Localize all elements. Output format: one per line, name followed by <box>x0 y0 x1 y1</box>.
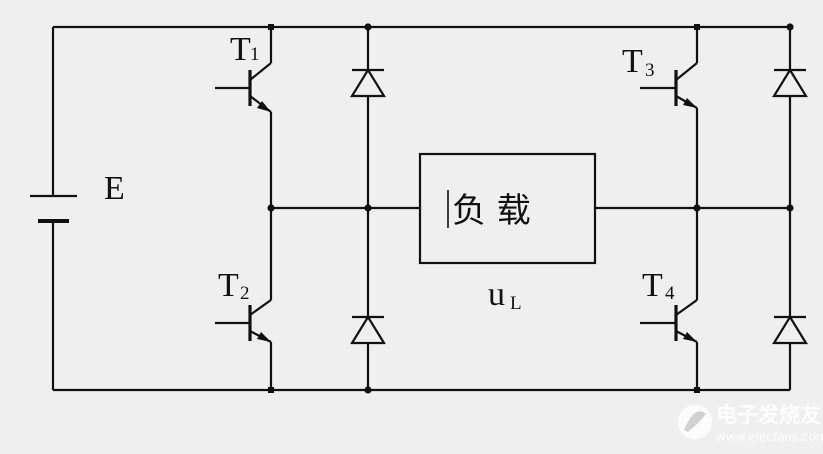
junction-right-mid-1 <box>693 204 701 212</box>
right-diode-bottom <box>772 314 808 345</box>
battery-E <box>30 27 77 390</box>
label-T2-sub: 2 <box>240 283 250 304</box>
watermark-title: 电子发烧友 <box>716 403 821 427</box>
label-T1: T <box>230 31 251 68</box>
label-uL-sub: L <box>510 293 522 314</box>
junction-left-diode-bottom <box>364 386 372 394</box>
transistor-T1 <box>215 62 272 113</box>
junction-T4-bottom <box>694 387 700 393</box>
left-diode-top <box>350 67 386 98</box>
junction-T1-top <box>268 24 274 30</box>
label-T2: T <box>218 267 239 304</box>
load-box <box>418 152 597 265</box>
right-diode-top <box>772 67 808 98</box>
junction-left-mid-1 <box>267 204 275 212</box>
junction-T2-bottom <box>268 387 274 393</box>
transistor-T4 <box>640 299 698 343</box>
left-diode-bottom <box>350 314 386 345</box>
junction-T3-top <box>694 24 700 30</box>
label-T4-sub: 4 <box>665 283 675 304</box>
transistor-T2 <box>215 299 272 343</box>
label-T1-sub: 1 <box>250 44 260 65</box>
label-E: E <box>104 170 125 207</box>
transistor-T3 <box>640 62 698 109</box>
label-T4: T <box>642 267 663 304</box>
label-uL: u <box>488 276 505 313</box>
label-T3: T <box>622 43 643 80</box>
label-T3-sub: 3 <box>645 60 655 81</box>
load-label: 负 载 <box>452 191 531 231</box>
watermark: 电子发烧友 www.elecfans.com <box>678 403 823 444</box>
watermark-url: www.elecfans.com <box>716 430 823 444</box>
junction-left-diode-top <box>364 23 372 31</box>
junction-left-mid-2 <box>364 204 372 212</box>
junction-right-diode-top <box>786 23 794 31</box>
junction-right-mid-2 <box>786 204 794 212</box>
